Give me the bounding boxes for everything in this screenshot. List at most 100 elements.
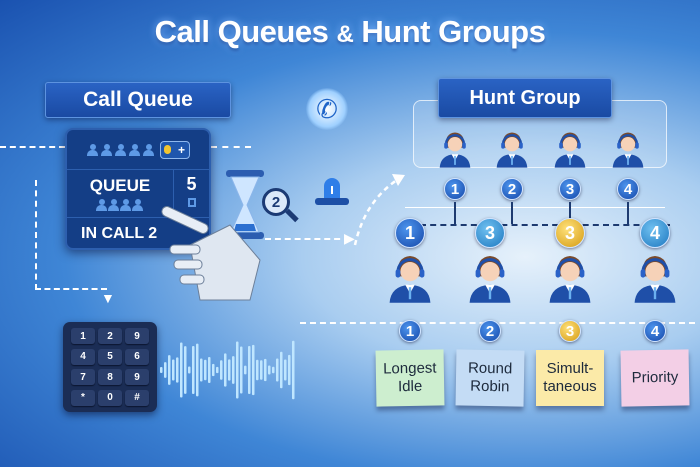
waveform-bar [172, 359, 175, 381]
strategy-note-priority[interactable]: Priority [620, 349, 690, 407]
agent-icon [469, 255, 511, 303]
waveform-bar [240, 346, 243, 394]
person-icon [114, 143, 126, 156]
arrow-down-icon: ▼ [101, 290, 115, 306]
strategy-line1: Longest [382, 359, 437, 378]
waveform-bar [196, 343, 199, 397]
call-queue-label: Call Queue [45, 82, 231, 118]
waveform-bar [272, 366, 275, 374]
person-icon [96, 199, 107, 211]
agent-icon [496, 132, 528, 168]
robot-hand-icon [161, 206, 261, 301]
strategy-line1: Simult- [546, 360, 594, 377]
waveform-bar [292, 340, 295, 400]
add-caller-button[interactable]: + [159, 140, 190, 159]
person-icon [128, 143, 140, 156]
waveform-bar [248, 345, 251, 395]
keypad-key[interactable]: # [125, 389, 149, 406]
waveform-bar [208, 356, 211, 384]
add-icon: + [177, 142, 185, 157]
strategy-note-simulttaneous[interactable]: Simult-taneous [536, 350, 604, 406]
device-icon [187, 198, 196, 207]
agent-priority-badge: 4 [640, 218, 670, 248]
connector-pin [569, 202, 571, 224]
agent-avatar [494, 128, 530, 173]
keypad-key[interactable]: * [71, 389, 95, 406]
agent-avatar [546, 250, 594, 308]
waveform-bar [180, 342, 183, 398]
waveform-bar [236, 341, 239, 399]
agent-avatar [552, 128, 588, 173]
keypad-key[interactable]: 9 [125, 369, 149, 385]
waveform-bar [288, 354, 291, 386]
waveform-bar [276, 358, 279, 382]
waveform-bar [224, 353, 227, 387]
agent-priority-badge: 1 [395, 218, 425, 248]
waveform-bar [256, 359, 259, 381]
waiting-count: 2 [271, 193, 281, 211]
connector-pin [511, 202, 513, 224]
waveform-bar [176, 357, 179, 383]
queue-label: QUEUE [89, 176, 151, 195]
agent-avatar [466, 250, 514, 308]
waveform-bar [260, 360, 263, 380]
keypad-key[interactable]: 0 [98, 389, 122, 406]
waveform-bar [164, 362, 167, 378]
mouse-icon [163, 145, 171, 154]
title-amp: & [336, 21, 354, 48]
keypad-key[interactable]: 4 [71, 348, 95, 365]
connector-line [265, 238, 350, 240]
connector-line [0, 146, 65, 148]
waveform-bar [268, 365, 271, 375]
keypad-key[interactable]: 7 [71, 369, 95, 385]
waveform-bar [188, 366, 191, 374]
title-main: Call Queues [154, 14, 337, 49]
keypad-key[interactable]: 9 [125, 328, 149, 344]
keypad-key[interactable]: 6 [125, 348, 149, 365]
hunt-group-label: Hunt Group [438, 78, 612, 118]
audio-waveform [160, 340, 295, 400]
phone-icon: ✆ [306, 88, 348, 130]
queue-count: 5 [186, 174, 197, 194]
waveform-bar [284, 359, 287, 381]
person-icon [132, 199, 143, 211]
waveform-bar [184, 346, 187, 394]
keypad-key[interactable]: 1 [71, 328, 95, 344]
connector-pin [454, 202, 456, 224]
strategy-line1: Round [467, 359, 513, 378]
agent-priority-badge: 3 [555, 218, 585, 248]
waveform-bar [216, 366, 219, 374]
strategy-line2: Robin [470, 377, 510, 396]
waveform-bar [220, 360, 223, 380]
connector-pin [627, 202, 629, 224]
queue-panel: + QUEUE 5 IN CALL 2 [65, 128, 211, 250]
order-badge: 1 [444, 178, 466, 200]
keypad-key[interactable]: 8 [98, 369, 122, 385]
agent-avatar [437, 128, 473, 173]
connector-line [35, 288, 107, 290]
waveform-bar [212, 363, 215, 377]
strategy-line2: taneous [543, 378, 597, 395]
waveform-bar [228, 359, 231, 381]
connector-line [420, 224, 670, 226]
page-title: Call Queues & Hunt Groups [0, 14, 700, 50]
order-badge: 4 [617, 178, 639, 200]
strategy-line1: Priority [631, 368, 679, 387]
agent-avatar [631, 250, 679, 308]
waveform-bar [204, 359, 207, 381]
waveform-bar [168, 355, 171, 385]
keypad-key[interactable]: 2 [98, 328, 122, 344]
strategy-number-badge: 2 [479, 320, 501, 342]
agent-avatar [386, 250, 434, 308]
agent-avatar [610, 128, 646, 173]
person-icon [108, 199, 119, 211]
strategy-label: Simult-taneous [543, 360, 596, 396]
keypad-key[interactable]: 5 [98, 348, 122, 365]
waveform-bar [232, 356, 235, 384]
strategy-number-badge: 4 [644, 320, 666, 342]
